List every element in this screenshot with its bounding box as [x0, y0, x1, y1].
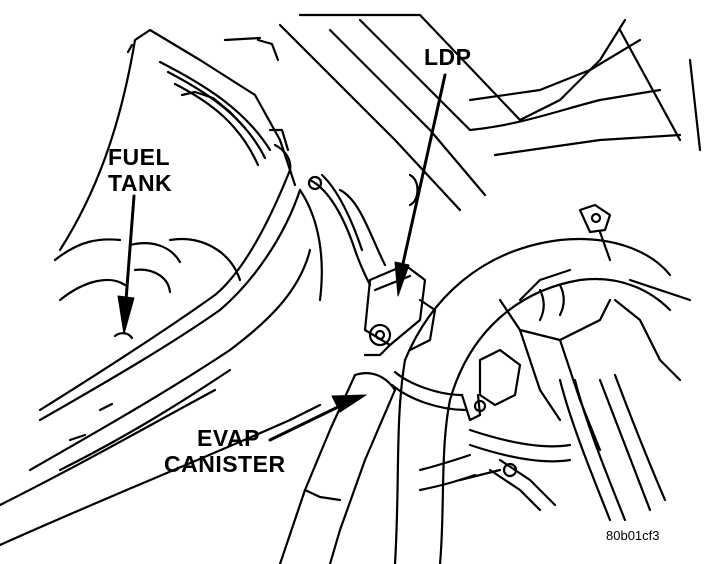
ldp-label: LDP — [424, 44, 472, 70]
exhaust-pipe — [393, 238, 672, 564]
tank-strap-and-body — [0, 168, 323, 547]
evap-canister-label-line1: EVAP — [197, 425, 260, 451]
pipe-clamp — [390, 370, 487, 422]
fuel-tank-label-line2: TANK — [108, 170, 173, 196]
fuel-tank-label-line1: FUEL — [108, 144, 171, 170]
evap-canister-label-line2: CANISTER — [164, 451, 286, 477]
tank-surface-contours — [53, 237, 242, 340]
figure-code: 80b01cf3 — [606, 528, 660, 543]
frame-rails — [278, 13, 702, 212]
arrow-heads — [117, 261, 410, 413]
leader-arrows — [124, 73, 447, 442]
right-components — [418, 203, 692, 522]
fuel-tank-label: FUEL TANK — [108, 144, 172, 196]
evap-canister-label: EVAP CANISTER — [164, 425, 286, 477]
fuel-tank-outline — [58, 28, 297, 252]
vacuum-hoses — [307, 173, 419, 287]
